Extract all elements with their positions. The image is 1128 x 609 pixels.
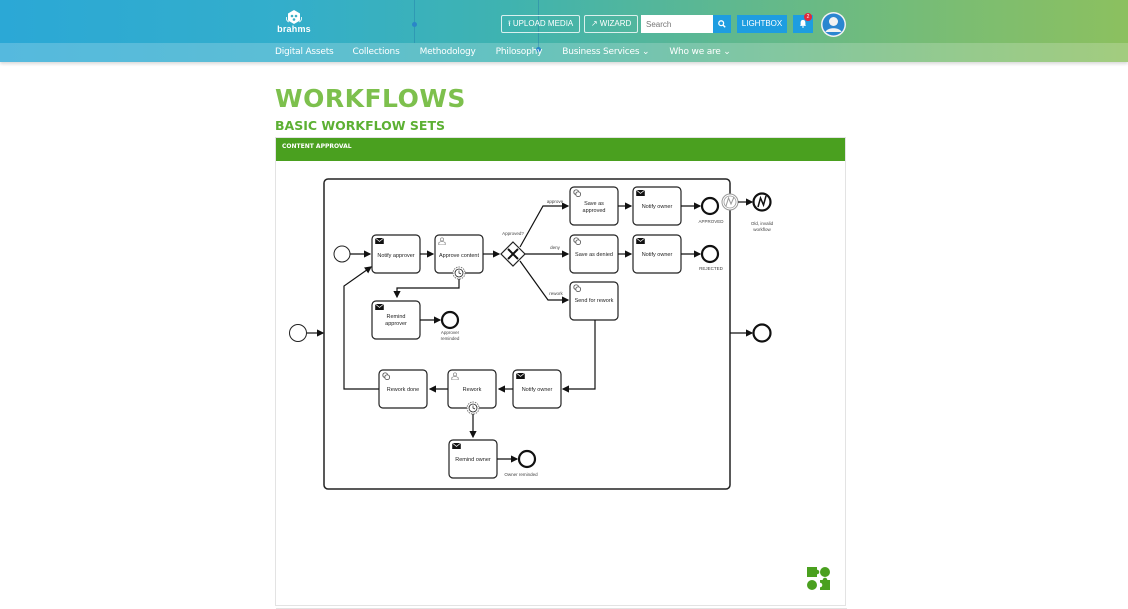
task-label: Rework [463, 387, 482, 393]
outer-start-event[interactable] [289, 324, 307, 342]
task-label: Approve content [439, 253, 480, 259]
wizard-label: WIZARD [599, 19, 632, 28]
flow-label-rework: rework [549, 291, 563, 296]
main-nav: Digital Assets Collections Methodology P… [275, 43, 731, 62]
event-label: reminded [441, 336, 460, 341]
task-rework[interactable]: Rework [447, 369, 497, 415]
workflow-panel: CONTENT APPROVAL [275, 137, 847, 609]
user-avatar[interactable] [821, 12, 846, 37]
end-event-owner-reminded[interactable] [517, 449, 537, 469]
task-label: Remind [387, 314, 406, 320]
task-notify-approver[interactable]: Notify approver [371, 234, 421, 274]
decor-dot [536, 47, 541, 52]
task-notify-owner-approved[interactable]: Notify owner [632, 186, 682, 226]
top-header: brahms ⭱UPLOAD MEDIA ↗WIZARD LIGHTBOX 2 … [0, 0, 1128, 62]
decor-line [414, 0, 415, 43]
gateway-label: Approved? [502, 231, 524, 236]
nav-business-services[interactable]: Business Services ⌄ [562, 47, 650, 57]
outer-end-event[interactable] [752, 323, 772, 343]
task-label: Notify owner [642, 252, 673, 258]
event-label: workflow [753, 227, 771, 232]
inner-start-event[interactable] [333, 245, 351, 263]
end-event-rejected[interactable] [700, 244, 720, 264]
task-label: Save as denied [575, 252, 613, 258]
task-label: Notify owner [642, 204, 673, 210]
error-end-event[interactable] [752, 192, 772, 212]
search-icon [718, 20, 726, 28]
task-notify-owner-rework[interactable]: Notify owner [512, 369, 562, 409]
magic-wand-icon: ↗ [591, 19, 598, 28]
event-label-approved: APPROVED [698, 219, 724, 224]
task-rework-done[interactable]: Rework done [378, 369, 428, 409]
task-save-as-approved[interactable]: Save as approved [569, 186, 619, 226]
exclusive-gateway[interactable] [500, 241, 526, 267]
task-label: Notify approver [377, 253, 414, 259]
task-label: approver [385, 321, 407, 327]
decor-line [538, 0, 539, 50]
task-label: Rework done [387, 387, 419, 393]
task-remind-approver[interactable]: Remind approver [371, 300, 421, 340]
nav-who-we-are[interactable]: Who we are ⌄ [669, 47, 731, 57]
cube-logo-icon [286, 10, 302, 24]
event-label: Approver [441, 330, 460, 335]
task-label: Save as [584, 201, 604, 207]
end-event-approved[interactable] [700, 196, 720, 216]
task-label: Send for rework [575, 298, 614, 304]
task-notify-owner-denied[interactable]: Notify owner [632, 234, 682, 274]
upload-media-button[interactable]: ⭱UPLOAD MEDIA [501, 15, 581, 33]
nav-digital-assets[interactable]: Digital Assets [275, 47, 334, 57]
nav-strip [0, 43, 1128, 62]
decor-dot [412, 22, 417, 27]
flow-label-deny: deny [550, 245, 561, 250]
search-input[interactable] [641, 15, 713, 33]
task-save-as-denied[interactable]: Save as denied [569, 234, 619, 274]
task-send-for-rework[interactable]: Send for rework [569, 281, 619, 321]
wizard-button[interactable]: ↗WIZARD [584, 15, 639, 33]
task-approve-content[interactable]: Approve content [434, 234, 484, 280]
workflow-diagram: Notify approver Approve content Remind a… [289, 178, 774, 490]
upload-icon: ⭱ [508, 19, 511, 28]
flow-label-approve: approve [547, 199, 564, 204]
panel-header: CONTENT APPROVAL [276, 138, 845, 161]
puzzle-icon[interactable] [806, 566, 831, 596]
bell-icon [799, 19, 807, 28]
event-label: Owner reminded [504, 472, 538, 477]
notification-badge: 2 [804, 13, 812, 21]
logo-text: brahms [277, 24, 311, 34]
end-event-approver-reminded[interactable] [440, 310, 460, 330]
nav-collections[interactable]: Collections [352, 47, 400, 57]
upload-media-label: UPLOAD MEDIA [512, 19, 574, 28]
event-label: Old, invalid [751, 221, 774, 226]
event-label-rejected: REJECTED [699, 266, 724, 271]
task-label: approved [583, 208, 606, 214]
nav-methodology[interactable]: Methodology [419, 47, 476, 57]
search-button[interactable] [713, 15, 731, 33]
lightbox-button[interactable]: LIGHTBOX [737, 15, 787, 33]
task-label: Remind owner [455, 457, 491, 463]
error-boundary-event[interactable] [721, 193, 739, 211]
nav-philosophy[interactable]: Philosophy [495, 47, 543, 57]
page-title: WORKFLOWS [275, 84, 466, 113]
page-subtitle: BASIC WORKFLOW SETS [275, 118, 446, 133]
task-label: Notify owner [522, 387, 553, 393]
user-icon [822, 13, 845, 36]
brahms-logo[interactable]: brahms [274, 9, 314, 34]
task-remind-owner[interactable]: Remind owner [448, 439, 498, 479]
